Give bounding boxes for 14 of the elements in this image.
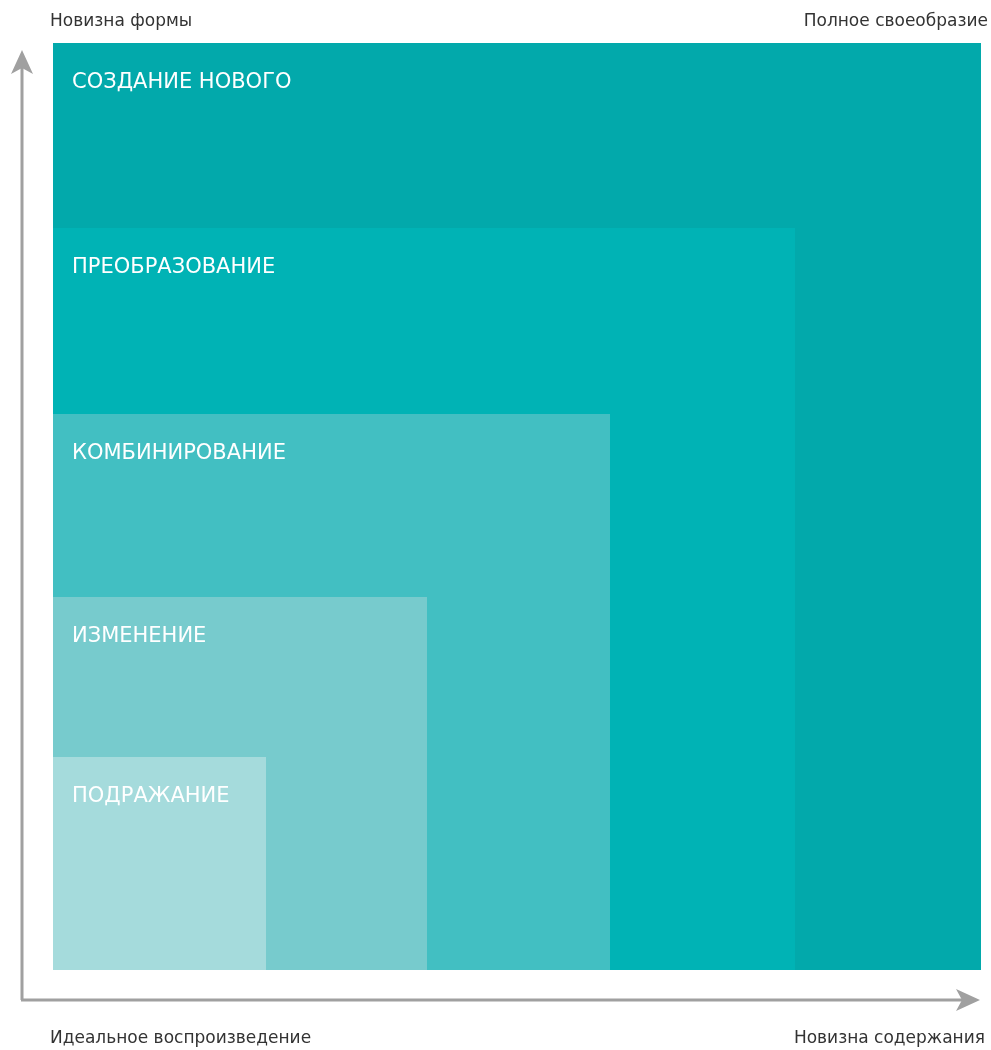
axis-label: Идеальное воспроизведение	[50, 1027, 312, 1047]
level-title: ПОДРАЖАНИЕ	[72, 783, 230, 807]
level-box	[53, 414, 610, 970]
level-title: ПРЕОБРАЗОВАНИЕ	[72, 254, 276, 278]
level-title: СОЗДАНИЕ НОВОГО	[72, 69, 292, 93]
level-box	[53, 757, 266, 970]
axis-label: Новизна содержания	[793, 1027, 985, 1047]
level-title: КОМБИНИРОВАНИЕ	[72, 440, 286, 464]
level-title: ИЗМЕНЕНИЕ	[72, 623, 207, 647]
level-box	[53, 228, 795, 970]
level-box	[53, 43, 981, 970]
axis-label: Новизна формы	[50, 10, 193, 30]
level-box	[53, 597, 427, 970]
axis-label: Полное своеобразие	[803, 10, 988, 30]
